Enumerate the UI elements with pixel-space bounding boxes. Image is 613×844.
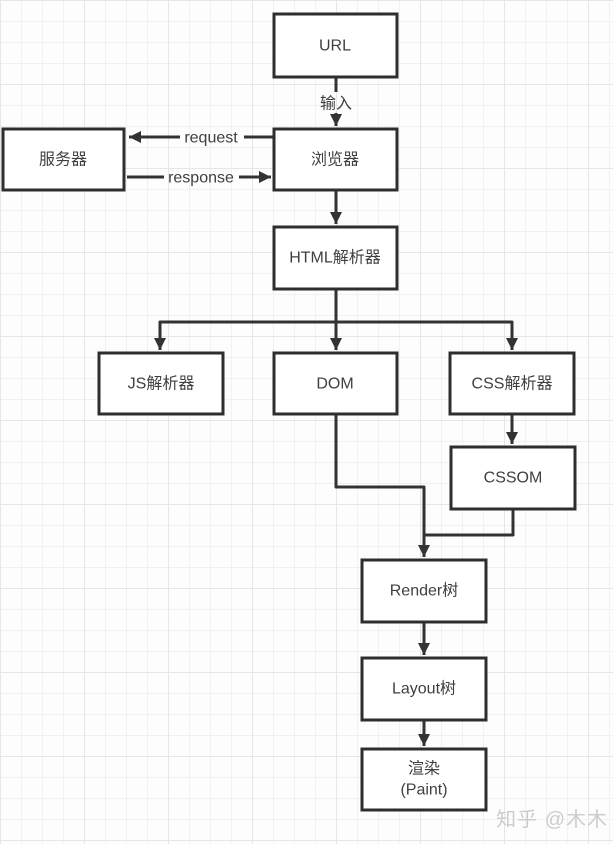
node-cssom-box	[449, 445, 577, 511]
node-html-parser: HTML解析器	[272, 225, 399, 291]
node-render-tree-box	[360, 558, 488, 624]
node-server-box	[1, 127, 126, 192]
edge-htmlparser-jsparser	[154, 320, 336, 350]
zhihu-watermark: 知乎 @木木	[496, 809, 608, 831]
edge-label-response: response	[168, 170, 234, 187]
edge-htmlparser-cssparser	[336, 320, 518, 350]
node-paint-label-line1: 渲染	[408, 760, 440, 778]
node-js-parser-box	[97, 351, 225, 416]
node-dom: DOM	[272, 351, 399, 416]
node-dom-box	[272, 351, 399, 416]
node-browser: 浏览器	[272, 127, 399, 192]
node-render-tree-label: Render树	[390, 582, 458, 600]
node-css-parser: CSS解析器	[448, 351, 576, 416]
node-server: 服务器	[1, 127, 126, 192]
node-html-parser-box	[272, 225, 399, 291]
node-layout-tree: Layout树	[360, 656, 488, 722]
node-url: URL	[272, 12, 399, 79]
edge-dom-rendertree	[334, 414, 430, 557]
node-cssom-label: CSSOM	[484, 470, 543, 487]
node-url-label: URL	[319, 38, 351, 55]
node-paint: 渲染 (Paint)	[360, 747, 488, 812]
node-server-label: 服务器	[39, 151, 87, 169]
node-browser-label: 浏览器	[311, 151, 359, 169]
node-paint-box	[360, 747, 488, 812]
node-html-parser-label: HTML解析器	[289, 249, 381, 267]
node-js-parser-label: JS解析器	[128, 375, 195, 393]
node-css-parser-label: CSS解析器	[472, 375, 553, 393]
node-css-parser-box	[448, 351, 576, 416]
node-url-box	[272, 12, 399, 79]
node-cssom: CSSOM	[449, 445, 577, 511]
edge-label-request: request	[184, 130, 238, 147]
edge-label-input: 输入	[320, 95, 352, 113]
node-layout-tree-label: Layout树	[392, 680, 456, 698]
edges	[127, 78, 518, 746]
node-js-parser: JS解析器	[97, 351, 225, 416]
edge-cssom-rendertree	[425, 509, 515, 537]
node-render-tree: Render树	[360, 558, 488, 624]
node-layout-tree-box	[360, 656, 488, 722]
node-browser-box	[272, 127, 399, 192]
node-paint-label-line2: (Paint)	[400, 782, 447, 799]
node-dom-label: DOM	[316, 376, 353, 393]
